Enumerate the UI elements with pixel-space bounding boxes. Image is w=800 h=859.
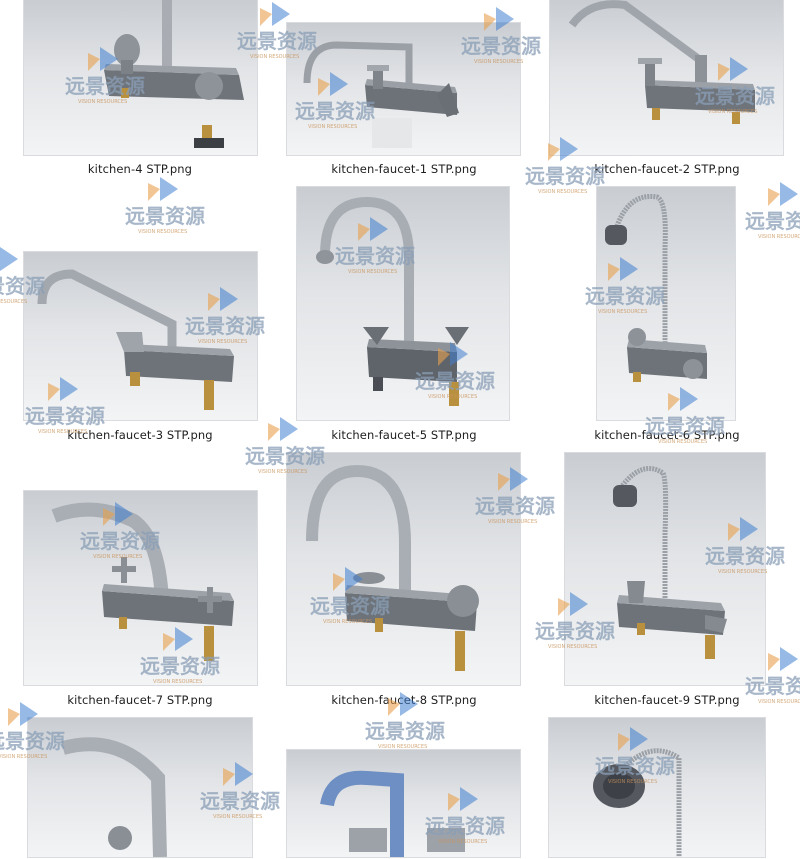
faucet-image — [104, 0, 244, 148]
faucet-image — [306, 464, 479, 671]
thumbnail-caption[interactable]: kitchen-faucet-6 STP.png — [594, 428, 740, 442]
faucet-image — [316, 196, 469, 406]
faucet-image — [37, 269, 234, 410]
thumbnail-kitchen-faucet-6[interactable] — [597, 187, 735, 420]
faucet-image — [51, 502, 234, 661]
thumbnail-faucet-11[interactable] — [287, 750, 520, 857]
watermark-logo: 远景资源 VISION RESOURCES — [120, 175, 230, 245]
faucet-image — [613, 466, 727, 659]
thumbnail-caption[interactable]: kitchen-faucet-2 STP.png — [594, 162, 740, 176]
watermark-text: 远景资源 — [745, 209, 800, 233]
thumbnail-caption[interactable]: kitchen-faucet-3 STP.png — [67, 428, 213, 442]
faucet-image — [605, 193, 707, 382]
thumbnail-faucet-12[interactable] — [549, 718, 765, 857]
thumbnail-caption[interactable]: kitchen-faucet-8 STP.png — [331, 693, 477, 707]
faucet-image — [568, 0, 755, 124]
thumbnail-kitchen-faucet-9[interactable] — [565, 453, 765, 685]
thumbnail-caption[interactable]: kitchen-faucet-1 STP.png — [331, 162, 477, 176]
watermark-text: 远景资源 — [125, 204, 205, 228]
thumbnail-kitchen-faucet-3[interactable] — [24, 252, 257, 420]
watermark-logo: 远景资源 VISION RESOURCES — [740, 180, 800, 250]
thumbnail-kitchen-faucet-2[interactable] — [550, 0, 783, 155]
thumbnail-faucet-10[interactable] — [28, 718, 252, 857]
faucet-image — [593, 748, 682, 857]
thumbnail-caption[interactable]: kitchen-faucet-5 STP.png — [331, 428, 477, 442]
faucet-image — [303, 41, 459, 148]
watermark-logo-icon: 远景资源 VISION RESOURCES — [745, 182, 800, 240]
thumbnail-kitchen-faucet-7[interactable] — [24, 491, 257, 685]
thumbnail-kitchen-faucet-5[interactable] — [297, 187, 509, 420]
watermark-text: 远景资源 — [365, 719, 445, 743]
thumbnail-caption[interactable]: kitchen-4 STP.png — [87, 162, 193, 176]
thumbnail-caption[interactable]: kitchen-faucet-9 STP.png — [594, 693, 740, 707]
watermark-logo-icon: 远景资源 VISION RESOURCES — [125, 177, 205, 235]
thumbnail-caption[interactable]: kitchen-faucet-7 STP.png — [67, 693, 213, 707]
watermark-subtext: VISION RESOURCES — [538, 189, 587, 195]
watermark-subtext: VISION RESOURCES — [138, 229, 187, 235]
thumbnail-kitchen-faucet-1[interactable] — [287, 23, 520, 155]
thumbnail-kitchen-faucet-8[interactable] — [287, 453, 520, 685]
faucet-image — [320, 770, 465, 857]
watermark-subtext: VISION RESOURCES — [758, 234, 800, 240]
thumbnail-kitchen-4[interactable] — [24, 0, 257, 155]
faucet-image — [61, 737, 167, 857]
